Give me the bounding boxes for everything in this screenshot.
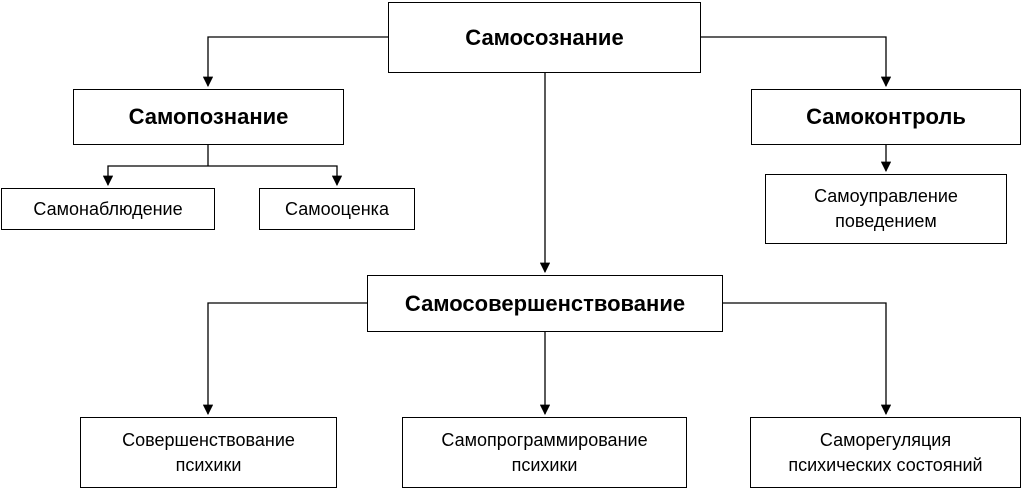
edge-samosovershenstvovanie-samoregulyaciya: [722, 302, 892, 416]
node-samoprogrammirovanie-line2: психики: [511, 454, 578, 475]
edge-samopoznanie-samoocenka: [208, 165, 343, 187]
node-samoprogrammirovanie-line1: Самопрограммирование: [441, 429, 648, 450]
edge-samosoznanie-samokontrol: [701, 36, 892, 88]
edge-samosovershenstvovanie-sovershenstvovanie: [202, 302, 367, 416]
node-sovershenstvovanie-line1: Совершенствование: [122, 429, 295, 450]
node-samoocenka: Самооценка: [259, 188, 415, 230]
node-samoprogrammirovanie-psihiki: Самопрограммирование психики: [402, 417, 687, 488]
node-samosovershenstvovanie-label: Самосовершенствование: [404, 290, 686, 316]
node-samonablyudenie: Самонаблюдение: [1, 188, 215, 230]
node-samoregulyaciya-line2: психических состояний: [788, 454, 983, 475]
node-samokontrol: Самоконтроль: [751, 89, 1021, 145]
node-samoregulyaciya: Саморегуляция психических состояний: [750, 417, 1021, 488]
node-samopoznanie: Самопознание: [73, 89, 344, 145]
node-samopoznanie-label: Самопознание: [128, 104, 289, 129]
node-samosovershenstvovanie: Самосовершенствование: [367, 275, 723, 332]
node-samokontrol-label: Самоконтроль: [806, 104, 966, 129]
node-samoupravlenie-line1: Самоуправление: [814, 186, 958, 206]
node-samoregulyaciya-line1: Саморегуляция: [819, 429, 952, 450]
node-samonablyudenie-label: Самонаблюдение: [33, 198, 183, 219]
edge-samopoznanie-samonablyudenie: [102, 165, 208, 187]
node-samosoznanie: Самосознание: [388, 2, 701, 73]
node-samoocenka-label: Самооценка: [285, 198, 389, 219]
node-samoupravlenie-line2: поведением: [835, 211, 937, 231]
node-sovershenstvovanie-psihiki: Совершенствование психики: [80, 417, 337, 488]
node-sovershenstvovanie-line2: психики: [175, 454, 242, 475]
edge-samosoznanie-samopoznanie: [202, 36, 388, 88]
node-samoupravlenie: Самоуправление поведением: [765, 174, 1007, 244]
node-samosoznanie-label: Самосознание: [465, 24, 624, 50]
